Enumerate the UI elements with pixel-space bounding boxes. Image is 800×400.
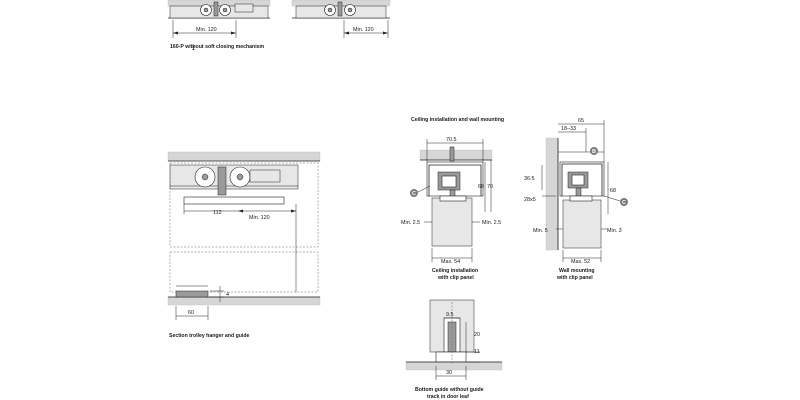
dim-20: 20 xyxy=(474,332,480,338)
dimension-min-120-section: Min. 120 xyxy=(238,209,296,221)
trolley-view-right xyxy=(291,0,391,38)
dim-min-120-section: Min. 120 xyxy=(249,215,270,221)
dim-112: 112 xyxy=(213,210,222,216)
dim-30: 30 xyxy=(446,370,452,376)
dim-max-54: Max. 54 xyxy=(441,259,460,265)
callout-b-wall-label: B xyxy=(592,149,596,155)
dim-18-33: 18–33 xyxy=(561,126,576,132)
dim-min-120-left: Min. 120 xyxy=(196,27,217,33)
dim-70: 70 xyxy=(487,184,493,190)
dimension-68-70: 68 70 xyxy=(478,160,493,212)
callout-c-wall-label: C xyxy=(622,200,626,206)
dimension-70-5: 70.5 xyxy=(426,137,484,162)
callout-b-wall: B xyxy=(590,147,598,155)
caption-wall-mount-2: with clip panel xyxy=(556,275,593,281)
caption-ceiling-install-2: with clip panel xyxy=(437,275,474,281)
dim-min-2-5-right: Min. 2.5 xyxy=(482,220,501,226)
dim-min-3: Min. 3 xyxy=(607,228,622,234)
caption-top-left-main: 160-P without soft closing mechanism xyxy=(170,44,265,50)
dimension-min-2-5: Min. 2.5 Min. 2.5 xyxy=(401,220,501,226)
dim-11: 11 xyxy=(474,349,480,355)
trolley-view-left xyxy=(167,0,271,38)
section-trolley-hanger-view xyxy=(167,151,321,306)
dimension-min-120-right: Min. 120 xyxy=(344,27,388,35)
dimension-4: 4 xyxy=(210,286,229,302)
dimension-20: 20 xyxy=(465,322,480,352)
dim-65: 65 xyxy=(578,118,584,124)
ceiling-installation-drawing xyxy=(419,146,493,247)
dim-9-5: 9.5 xyxy=(446,312,454,318)
dimension-18-33: 18–33 xyxy=(558,126,587,152)
dimension-36-5: 36.5 xyxy=(524,165,543,190)
caption-top-left: 160-P without soft closing mechanism xyxy=(170,44,265,50)
bottom-guide-drawing xyxy=(405,299,503,371)
caption-bottom-guide-2: track in door leaf xyxy=(427,394,469,400)
dimension-112: 112 xyxy=(183,204,238,216)
caption-ceiling-title: Ceiling installation and wall mounting xyxy=(411,117,504,123)
dimension-max-52: Max. 52 xyxy=(562,250,602,265)
callout-c-ceiling-label: C xyxy=(412,191,416,197)
dimension-28x5: 28x5 xyxy=(524,195,556,203)
caption-bottom-guide-1: Bottom guide without guide xyxy=(415,387,484,393)
dimension-60: 60 xyxy=(175,306,209,320)
dimension-65: 65 xyxy=(558,118,605,162)
dim-28x5: 28x5 xyxy=(524,197,536,203)
dim-4: 4 xyxy=(226,292,229,298)
dimension-max-54: Max. 54 xyxy=(431,248,473,265)
dimension-min-5: Min. 5 xyxy=(533,228,563,234)
dimension-68-wall: 68 xyxy=(607,162,616,214)
caption-section: Section trolley hanger and guide xyxy=(169,333,250,339)
dim-60: 60 xyxy=(188,310,194,316)
callout-c-wall: C xyxy=(603,195,628,206)
dim-36-5: 36.5 xyxy=(524,176,535,182)
dim-68: 68 xyxy=(478,184,484,190)
wall-mounting-drawing xyxy=(545,137,605,251)
dimension-11: 11 xyxy=(466,349,480,363)
dimension-9-5: 9.5 xyxy=(444,312,460,319)
dim-max-52: Max. 52 xyxy=(571,259,590,265)
dimension-min-3: Min. 3 xyxy=(601,228,622,234)
caption-ceiling-install-1: Ceiling installation xyxy=(432,268,478,274)
caption-top-left-subscript: 1 xyxy=(192,46,195,52)
callout-c-ceiling: C xyxy=(410,185,431,197)
dimension-min-120-left: Min. 120 xyxy=(173,27,236,35)
dimension-30: 30 xyxy=(435,366,467,380)
dim-min-2-5-left: Min. 2.5 xyxy=(401,220,420,226)
dim-70-5: 70.5 xyxy=(446,137,457,143)
dim-68-wall: 68 xyxy=(610,188,616,194)
caption-wall-mount-1: Wall mounting xyxy=(559,268,595,274)
dim-min-5: Min. 5 xyxy=(533,228,548,234)
dim-min-120-right: Min. 120 xyxy=(353,27,374,33)
